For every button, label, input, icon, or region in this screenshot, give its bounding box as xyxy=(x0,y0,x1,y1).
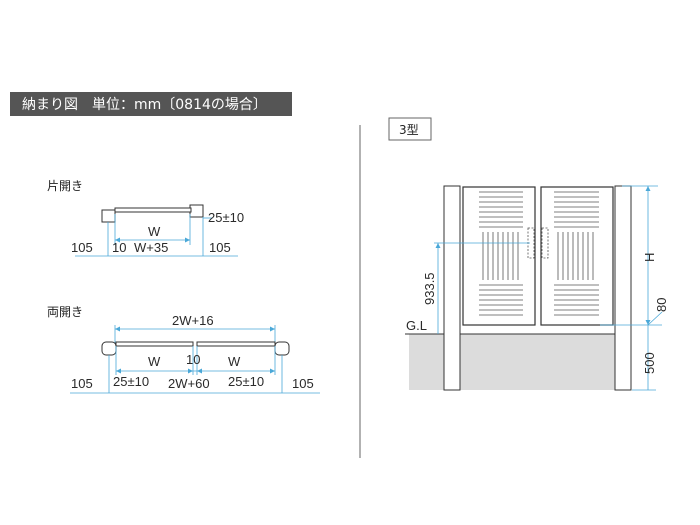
clearance-80: 80 xyxy=(654,298,669,312)
double-center-gap: 10 xyxy=(186,352,200,367)
leaf-left xyxy=(462,186,536,326)
double-tol-right: 25±10 xyxy=(228,374,264,389)
double-tol-left: 25±10 xyxy=(113,374,149,389)
handle-height: 933.5 xyxy=(422,272,437,305)
post-left xyxy=(443,185,461,391)
single-right-105: 105 xyxy=(209,240,231,255)
post-right xyxy=(274,341,290,356)
height-H: H xyxy=(642,253,657,262)
double-right-105: 105 xyxy=(292,376,314,391)
single-left-105: 105 xyxy=(71,240,93,255)
ground-level: G.L xyxy=(406,318,427,333)
gate-leaf xyxy=(114,207,192,213)
gate-elevation xyxy=(405,185,663,391)
double-left-105: 105 xyxy=(71,376,93,391)
double-W-right: W xyxy=(228,354,241,369)
single-swing-label: 片開き xyxy=(47,179,83,193)
embed-500: 500 xyxy=(642,352,657,374)
post-right xyxy=(614,185,632,391)
double-top-total: 2W+16 xyxy=(172,313,214,328)
single-swing-plan xyxy=(75,204,238,257)
post-left xyxy=(101,341,117,356)
handle-right xyxy=(541,227,549,259)
single-gap-10: 10 xyxy=(112,240,126,255)
post-left xyxy=(101,209,116,223)
type-label-box xyxy=(388,117,432,141)
leaf-right xyxy=(540,186,614,326)
ground-fill xyxy=(409,334,624,390)
header-title: 納まり図 単位：mm〔0814の場合〕 xyxy=(22,97,267,113)
double-swing-plan xyxy=(70,325,320,394)
gate-leaf-left xyxy=(115,341,194,347)
double-total: 2W+60 xyxy=(168,376,210,391)
single-total: W+35 xyxy=(134,240,168,255)
gate-leaf-right xyxy=(196,341,276,347)
type-label: 3型 xyxy=(399,123,419,137)
single-tolerance: 25±10 xyxy=(208,210,244,225)
post-right xyxy=(189,204,204,218)
double-W-left: W xyxy=(148,354,161,369)
single-W: W xyxy=(148,224,161,239)
double-swing-label: 両開き xyxy=(47,305,83,319)
header-bar xyxy=(10,92,292,116)
